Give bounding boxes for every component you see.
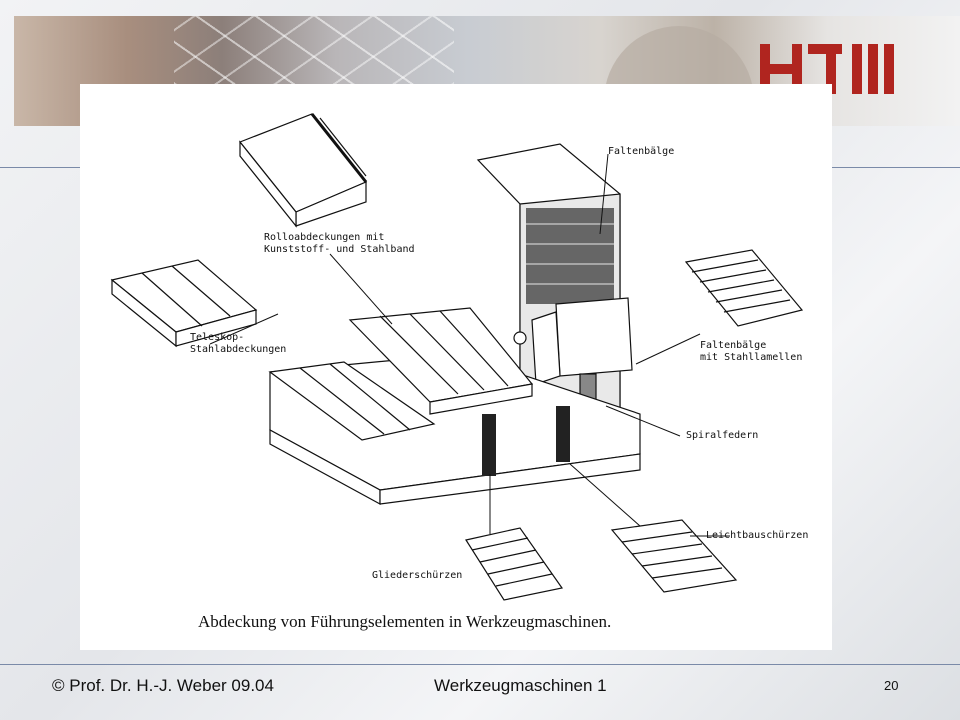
faltenbaelge-lamellen-drawing [684,249,804,327]
label-faltenbaelge: Faltenbälge [608,146,675,157]
label-rollo: Rolloabdeckungen mit Kunststoff- und Sta… [264,232,415,255]
label-spiralfedern: Spiralfedern [686,430,759,441]
machine-column-drawing [476,143,633,425]
page-number: 20 [884,678,899,693]
label-faltenbaelge-lamellen: Faltenbälge mit Stahllamellen [700,340,803,363]
leichtbauschuerzen-drawing [610,519,738,593]
footer-author: © Prof. Dr. H.-J. Weber 09.04 [52,676,274,695]
machine-figure: Faltenbälge Rolloabdeckungen mit Kunstst… [80,84,832,650]
label-teleskop: Teleskop- Stahlabdeckungen [190,332,287,355]
footer-course: Werkzeugmaschinen 1 [434,676,607,695]
figure-caption: Abdeckung von Führungselementen in Werkz… [198,612,612,631]
teleskop-cover-drawing [110,259,258,348]
label-glieder: Gliederschürzen [372,570,463,581]
leader-lines [209,153,730,537]
machine-drawing [110,113,804,601]
machine-bed-drawing [268,307,641,506]
label-leichtbau: Leichtbauschürzen [706,530,809,541]
htw-logo [760,44,894,94]
footer-rule [0,664,960,665]
rollo-cover-drawing [239,113,368,228]
gliederschuerzen-drawing [465,527,564,601]
